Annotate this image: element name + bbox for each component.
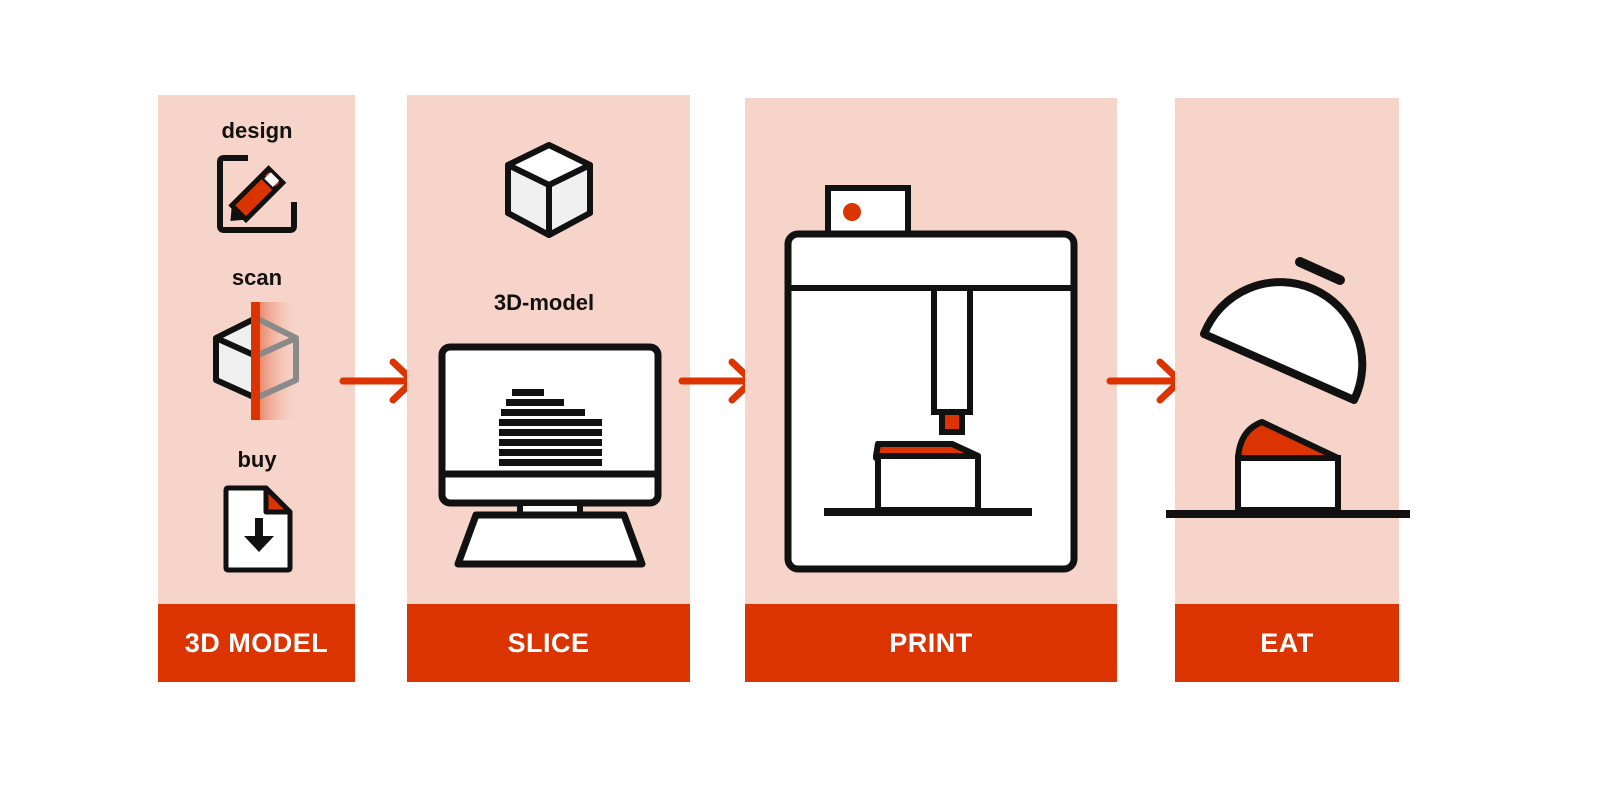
pencil-edit-icon xyxy=(217,155,297,233)
step-label: SLICE xyxy=(407,604,690,682)
cube-icon xyxy=(505,142,593,238)
serving-cloche-icon xyxy=(1200,257,1367,404)
option-caption-design: design xyxy=(221,118,293,143)
scanned-cube-icon xyxy=(213,302,300,420)
option-caption-scan: scan xyxy=(231,265,283,290)
printed-food-icon xyxy=(873,441,981,513)
download-file-icon xyxy=(223,485,293,573)
step-label: EAT xyxy=(1175,604,1399,682)
print-nozzle-icon xyxy=(931,285,973,435)
option-caption-buy: buy xyxy=(237,447,277,472)
food-portion-icon xyxy=(1166,419,1410,518)
sliced-layers-icon xyxy=(499,389,602,466)
step-label: 3D MODEL xyxy=(158,604,355,682)
step-label: PRINT xyxy=(745,604,1117,682)
slice-caption: 3D-model xyxy=(493,290,595,315)
